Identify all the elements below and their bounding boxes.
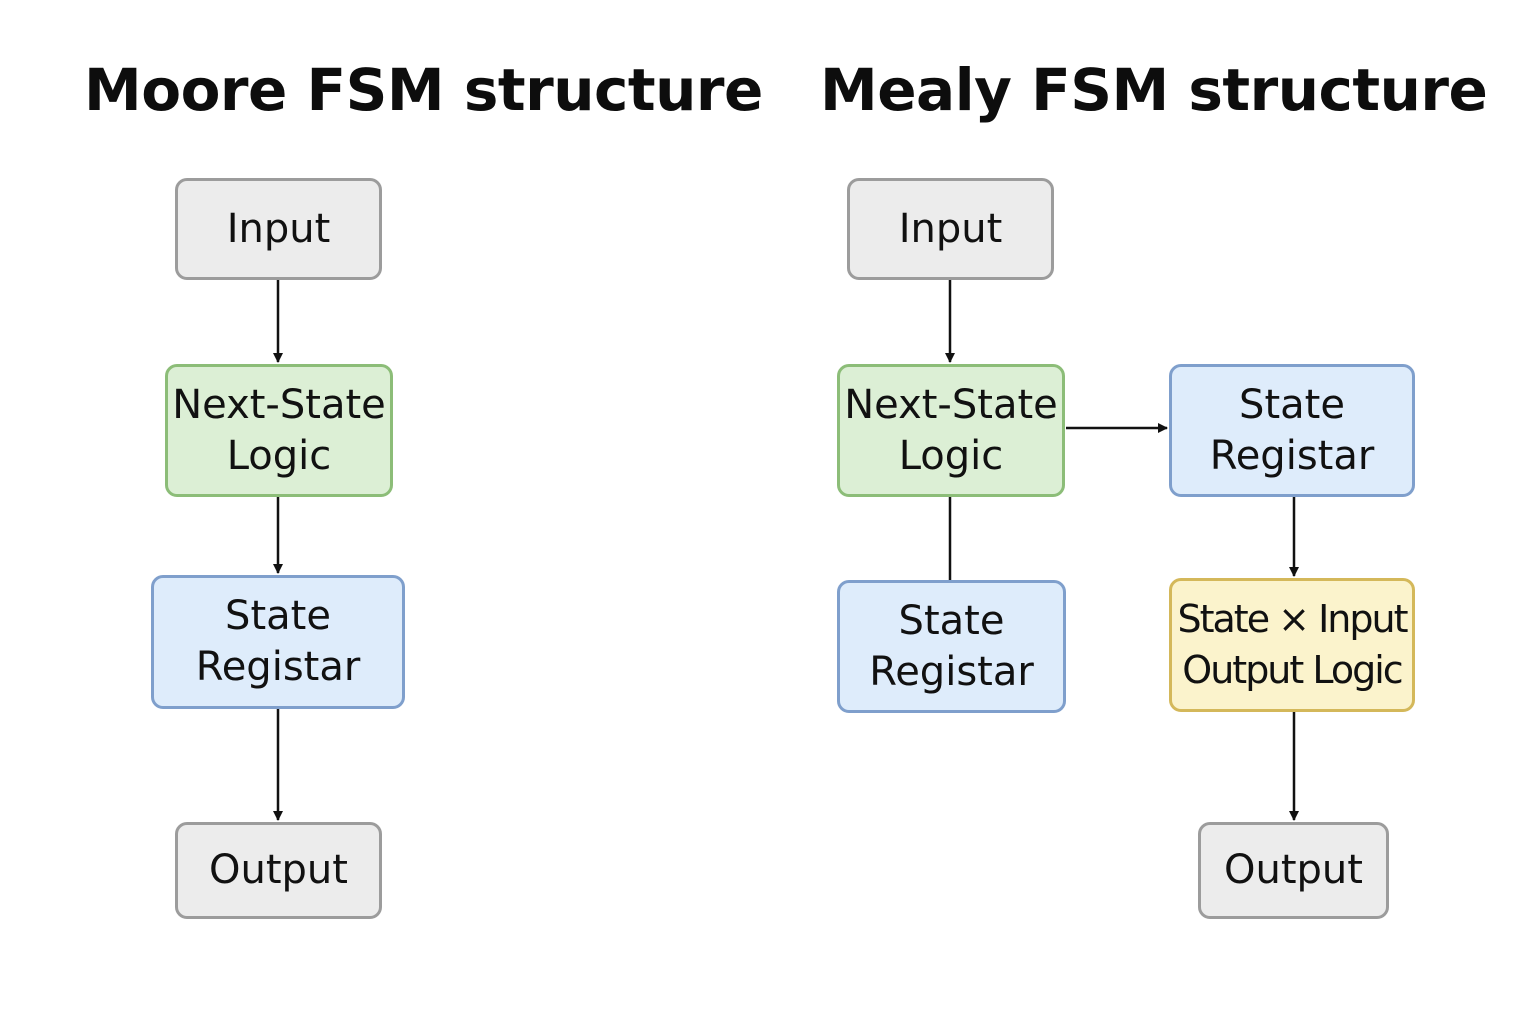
mealy-output-logic-node: State × Input Output Logic — [1169, 578, 1415, 712]
mealy-output-logic-label-line2: Output Logic — [1182, 648, 1403, 692]
mealy-output-node: Output — [1198, 822, 1389, 919]
mealy-next-state-label-line1: Next-State — [844, 381, 1058, 428]
moore-state-register-node: State Registar — [151, 575, 405, 709]
moore-title: Moore FSM structure — [84, 56, 763, 124]
mealy-lower-state-register-label-line1: State — [898, 597, 1005, 644]
moore-next-state-label-line2: Logic — [226, 432, 332, 479]
mealy-lower-state-register-node: State Registar — [837, 580, 1066, 713]
mealy-state-register-label-line1: State — [1239, 381, 1345, 428]
mealy-next-state-label-line2: Logic — [898, 432, 1004, 479]
moore-state-register-label-line2: Registar — [195, 644, 361, 690]
mealy-title: Mealy FSM structure — [820, 56, 1488, 124]
mealy-state-register-node: State Registar — [1169, 364, 1415, 497]
mealy-output-label: Output — [1224, 847, 1363, 893]
mealy-next-state-logic-node: Next-State Logic — [837, 364, 1065, 497]
mealy-output-logic-label-line1: State × Input — [1177, 597, 1409, 641]
mealy-lower-state-register-label-line2: Registar — [869, 648, 1034, 695]
moore-next-state-label-line1: Next-State — [172, 381, 386, 428]
mealy-input-label: Input — [898, 205, 1003, 252]
moore-input-node: Input — [175, 178, 382, 280]
moore-next-state-logic-node: Next-State Logic — [165, 364, 393, 497]
mealy-state-register-label-line2: Registar — [1209, 432, 1375, 479]
moore-output-node: Output — [175, 822, 382, 919]
moore-output-label: Output — [209, 847, 348, 893]
moore-state-register-label-line1: State — [225, 593, 331, 639]
moore-input-label: Input — [226, 205, 331, 252]
mealy-input-node: Input — [847, 178, 1054, 280]
